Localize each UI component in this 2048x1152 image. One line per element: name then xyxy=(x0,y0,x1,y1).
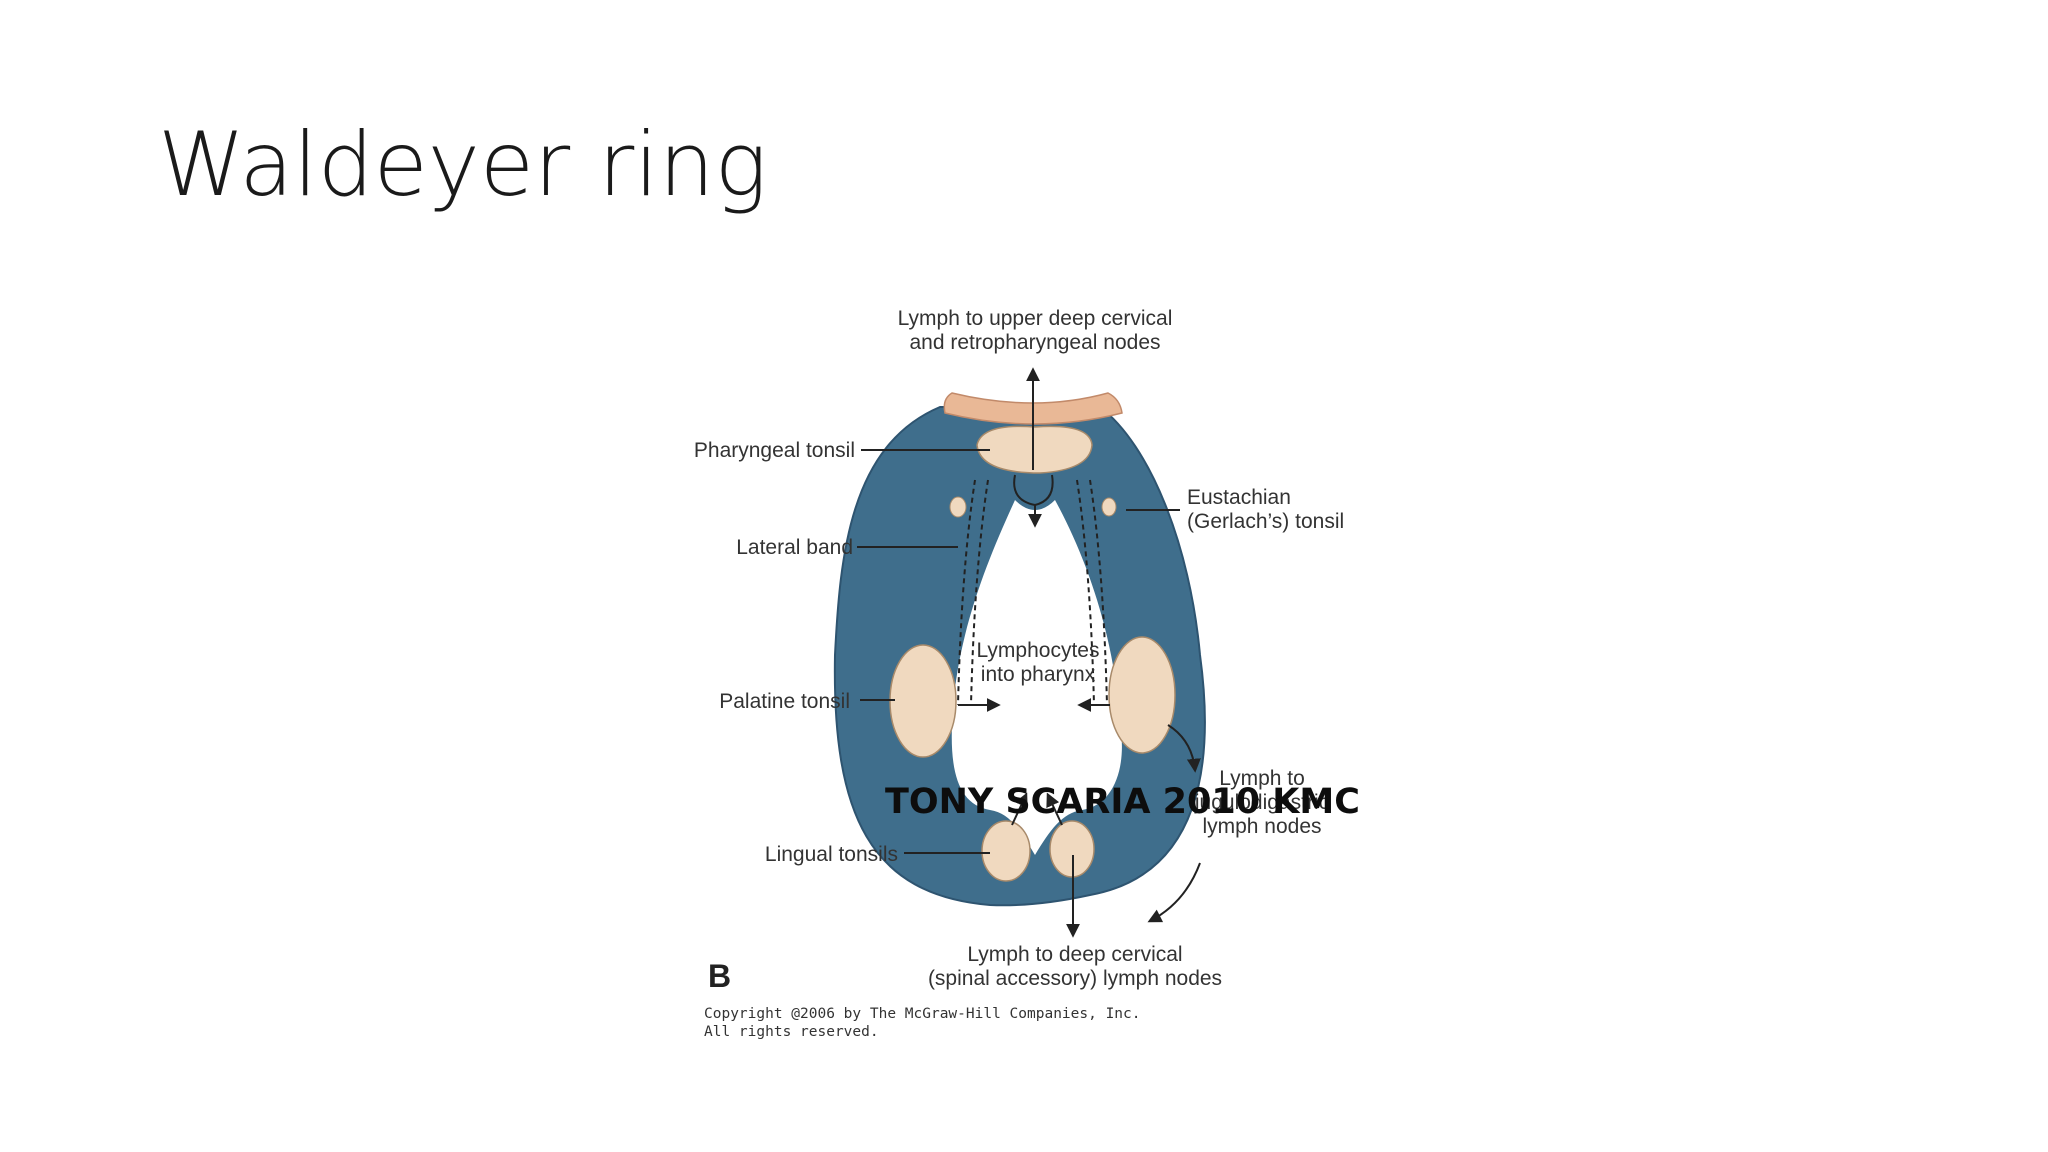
palatine-tonsil-left xyxy=(890,645,956,757)
label-top-2: and retropharyngeal nodes xyxy=(909,331,1160,354)
pharyngeal-tonsil xyxy=(977,426,1092,473)
label-bottom-1: Lymph to deep cervical xyxy=(967,943,1182,966)
eustachian-tonsil-right xyxy=(1102,498,1116,516)
copyright-line-2: All rights reserved. xyxy=(704,1024,879,1040)
label-palatine-tonsil: Palatine tonsil xyxy=(719,690,850,713)
watermark: TONY SCARIA 2010 KMC xyxy=(885,782,1360,822)
label-lateral-band: Lateral band xyxy=(736,536,853,559)
eustachian-tonsil-left xyxy=(950,497,966,517)
palatine-tonsil-right xyxy=(1109,637,1175,753)
label-eustachian-1: Eustachian xyxy=(1187,486,1291,509)
label-lymphocytes-2: into pharynx xyxy=(981,663,1096,686)
figure-letter: B xyxy=(708,958,731,994)
label-eustachian-2: (Gerlach’s) tonsil xyxy=(1187,510,1344,533)
slide-title: Waldeyer ring xyxy=(158,112,767,218)
label-pharyngeal-tonsil: Pharyngeal tonsil xyxy=(694,439,855,462)
label-bottom-2: (spinal accessory) lymph nodes xyxy=(928,967,1222,990)
copyright-line-1: Copyright @2006 by The McGraw-Hill Compa… xyxy=(704,1006,1141,1022)
label-top-1: Lymph to upper deep cervical xyxy=(898,307,1173,330)
label-lingual-tonsils: Lingual tonsils xyxy=(765,843,898,866)
waldeyer-ring-diagram: Lymph to upper deep cervical and retroph… xyxy=(690,295,1380,1055)
lingual-tonsil-left xyxy=(982,821,1030,881)
label-lymphocytes-1: Lymphocytes xyxy=(977,639,1100,662)
